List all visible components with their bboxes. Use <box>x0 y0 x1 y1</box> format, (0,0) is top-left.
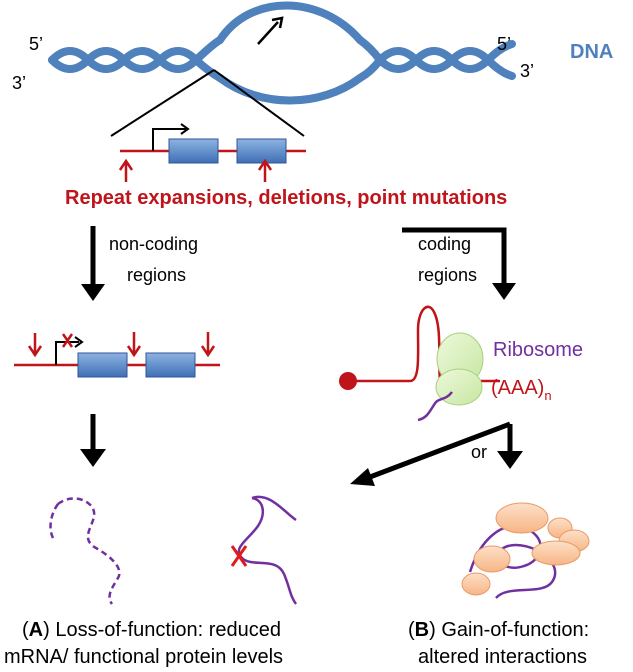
gene-top <box>118 123 306 182</box>
outcome-b-line1: (B) Gain-of-function: <box>408 619 589 641</box>
degraded-protein <box>57 497 121 605</box>
dna-strand-d <box>356 47 516 82</box>
outcome-b-open: ( <box>408 619 415 641</box>
transcription-start-arrow <box>257 21 279 45</box>
or-label: or <box>471 442 487 462</box>
protein-aggregate <box>461 502 590 599</box>
exon-2 <box>236 138 287 164</box>
nascent-peptide <box>417 391 453 422</box>
coding-label-2: regions <box>418 265 477 285</box>
dna-label: DNA <box>570 41 613 63</box>
dna-bubble-top <box>216 1 364 44</box>
polya-subscript: n <box>544 388 551 403</box>
partner-protein-1 <box>495 502 549 534</box>
mrna-cap <box>339 372 357 390</box>
outcome-b-letter: B <box>415 619 429 641</box>
partner-protein-4 <box>473 545 511 573</box>
dna-helix <box>48 1 516 105</box>
mutations-label: Repeat expansions, deletions, point muta… <box>65 187 507 209</box>
coding-label-1: coding <box>418 234 471 254</box>
outcome-a-open: ( <box>22 619 29 641</box>
loss-arrow <box>80 414 106 467</box>
truncation-x-icon <box>230 545 248 567</box>
zoom-line-right <box>213 69 305 137</box>
promoter-arrowhead <box>180 123 190 135</box>
dna-end-top-left: 5’ <box>29 34 43 54</box>
dna-end-top-right: 5’ <box>497 34 511 54</box>
split-arrow <box>350 421 523 486</box>
noncoding-label-1: non-coding <box>109 234 198 254</box>
polya-text: (AAA) <box>491 377 544 399</box>
exon-mutated-2 <box>145 352 196 378</box>
polya-label: (AAA)n <box>491 377 552 403</box>
blocked-promoter-arrowhead <box>74 336 84 348</box>
dna-strand-b <box>48 47 224 82</box>
outcome-b-rest: ) Gain-of-function: <box>429 619 589 641</box>
transcription-arrowhead <box>271 16 284 29</box>
blocked-promoter-arrow <box>55 341 79 365</box>
gene-mutated <box>14 332 220 378</box>
partner-protein-6 <box>461 572 491 596</box>
promoter-arrow <box>152 128 186 151</box>
zoom-line-left <box>110 69 215 137</box>
noncoding-branch-arrow <box>81 226 105 301</box>
exon-mutated-1 <box>77 352 128 378</box>
dna-end-bottom-right: 3’ <box>520 61 534 81</box>
noncoding-label-2: regions <box>127 265 186 285</box>
dashed-protein-tail <box>49 503 60 541</box>
outcome-a-letter: A <box>29 619 43 641</box>
dna-end-bottom-left: 3’ <box>12 73 26 93</box>
mutation-arrow-2 <box>257 158 273 182</box>
outcome-a-line1: (A) Loss-of-function: reduced <box>22 619 281 641</box>
coding-branch-arrow <box>402 227 516 300</box>
block-x-icon <box>61 333 74 348</box>
dna-bubble-bottom <box>216 74 364 105</box>
mutation-down-arrow-1 <box>27 333 43 358</box>
exon-1 <box>168 138 219 164</box>
outcome-a-rest: ) Loss-of-function: reduced <box>43 619 281 641</box>
truncated-protein-arm <box>251 495 297 522</box>
mutation-arrow-1 <box>118 158 134 182</box>
translation-complex <box>339 305 500 422</box>
partner-protein-5 <box>531 540 581 566</box>
mutation-down-arrow-3 <box>200 332 216 358</box>
outcome-a-line2: mRNA/ functional protein levels <box>4 646 283 668</box>
outcome-b-line2: altered interactions <box>418 646 587 668</box>
ribosome-label: Ribosome <box>493 339 583 361</box>
mutation-down-arrow-2 <box>126 332 142 358</box>
